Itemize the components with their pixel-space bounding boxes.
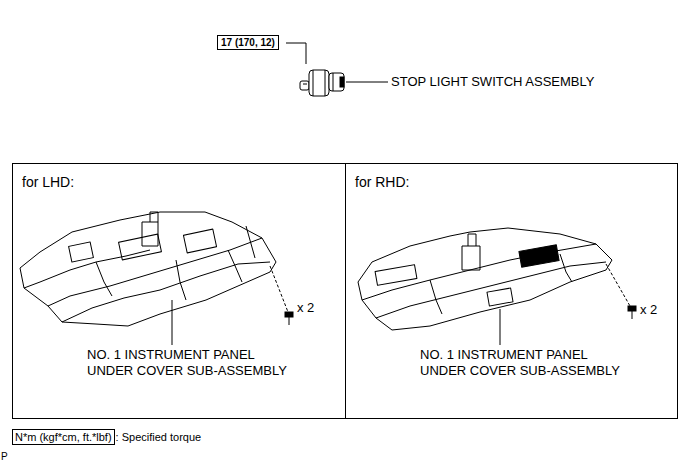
under-cover-rhd [358,228,612,330]
variant-panel: for LHD: [12,163,346,419]
leader-line [500,309,501,345]
torque-box: 17 (170, 12) [217,35,279,50]
dashed-line [606,264,630,306]
part-name: STOP LIGHT SWITCH ASSEMBLY [391,74,594,90]
torque-value: 17 (170, 12) [221,37,275,48]
variant-panel: for RHD: [345,163,678,419]
part-name: NO. 1 INSTRUMENT PANEL UNDER COVER SUB-A… [420,347,630,380]
torque-legend: N*m (kgf*cm, ft.*lbf): Specified torque [12,427,201,445]
part-name: NO. 1 INSTRUMENT PANEL UNDER COVER SUB-A… [87,347,297,380]
leader-line [346,82,388,83]
panel-heading: for LHD: [22,174,74,190]
bolt [628,306,636,319]
dashed-line [270,266,288,312]
leader-line [172,300,173,345]
quantity-label: x 2 [640,302,657,318]
torque-value: N*m (kgf*cm, ft.*lbf) [12,429,115,445]
panel-heading: for RHD: [355,174,409,190]
under-cover-lhd [20,212,276,326]
page-mark: P [1,451,8,464]
bolt [285,312,293,325]
quantity-label: x 2 [297,300,314,316]
legend-text: : Specified torque [116,431,202,443]
leader-line [286,43,306,64]
stop-light-switch [300,70,344,96]
